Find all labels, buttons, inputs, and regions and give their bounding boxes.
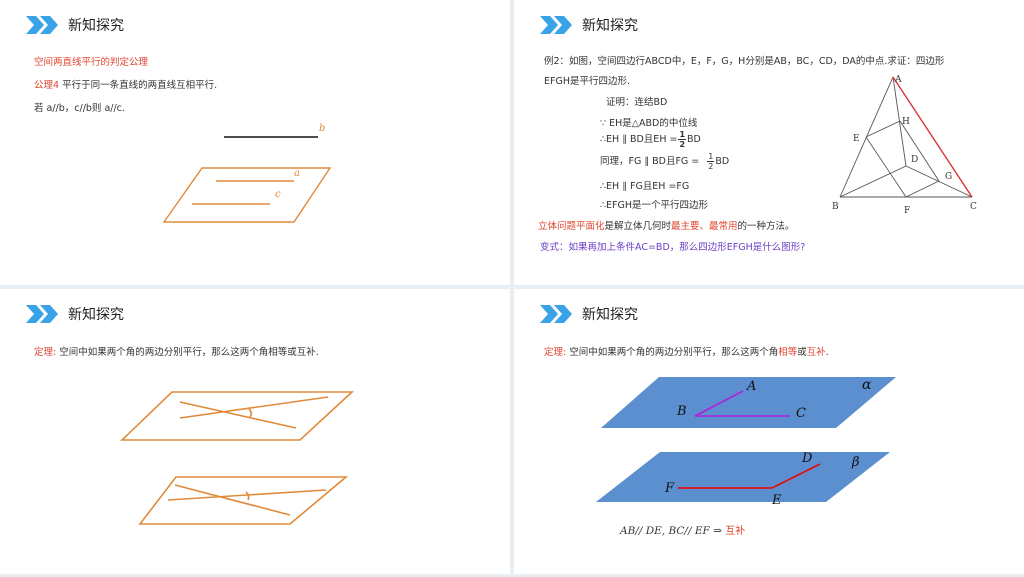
slide-title: 新知探究 [582, 307, 638, 323]
proof-line-4-text: 同理，FG ∥ BD且FG = [600, 156, 700, 167]
slide-1: 新知探究 空间两直线平行的判定公理 公理4 平行于同一条直线的两直线互相平行. … [0, 0, 510, 285]
theorem-supp: 互补 [806, 347, 826, 358]
plane-upper [120, 391, 355, 441]
point-B: B [832, 202, 839, 212]
ray-ED [771, 463, 821, 489]
slide-2: 新知探究 例2：如图，空间四边行ABCD中，E，F，G，H分别是AB，BC，CD… [514, 0, 1024, 285]
conclusion-line: AB// DE, BC// EF ⇒ 互补 [620, 522, 745, 537]
method-end: 的一种方法。 [737, 221, 795, 232]
label-alpha: α [862, 377, 872, 393]
proof-line-5: ∴EH ∥ FG且EH =FG [600, 181, 690, 192]
point-A: A [746, 379, 756, 394]
plane-alpha [601, 377, 896, 428]
method-text: 立体问题平面化是解立体几何时最主要、最常用的一种方法。 [538, 218, 795, 232]
point-B: B [676, 404, 687, 419]
theorem-text: 空间中如果两个角的两边分别平行，那么这两个角相等或互补. [56, 347, 319, 358]
tetrahedron-figure: A B C D E F G H [832, 75, 977, 216]
point-C: C [796, 406, 806, 421]
axiom-text: 平行于同一条直线的两直线互相平行. [59, 80, 218, 91]
point-A: A [894, 75, 902, 85]
proof-line-4-bd: BD [715, 156, 730, 167]
axiom-label: 公理4 [34, 80, 60, 91]
subtitle: 空间两直线平行的判定公理 [34, 57, 149, 68]
axiom-line: 公理4 平行于同一条直线的两直线互相平行. [34, 77, 217, 91]
slide-title: 新知探究 [68, 307, 124, 323]
double-chevron-right-icon [540, 305, 572, 323]
proof-line-3-bd: BD [687, 134, 701, 145]
theorem-equal: 相等 [778, 347, 798, 358]
label-b: b [319, 123, 325, 134]
double-chevron-right-icon [26, 16, 58, 34]
variant-question: 变式：如果再加上条件AC=BD，那么四边形EFGH是什么图形? [540, 242, 806, 253]
theorem-period: . [825, 347, 829, 358]
proof-line-3-text: ∴EH ∥ BD且EH = [600, 134, 678, 145]
label-a: a [294, 168, 300, 179]
proof-line-6: ∴EFGH是一个平行四边形 [600, 200, 709, 211]
edge-ac [892, 76, 973, 198]
label-beta: β [851, 455, 860, 470]
conclusion-word: 互补 [725, 526, 746, 537]
proof-line-2: ∵ EH是△ABD的中位线 [600, 118, 698, 129]
slide-title: 新知探究 [68, 18, 124, 34]
proof-line-1: 证明：连结BD [606, 97, 668, 108]
method-key-phrase: 立体问题平面化 [538, 221, 605, 232]
method-mid: 是解立体几何时 [604, 221, 672, 232]
point-C: C [970, 202, 977, 212]
ray-BA [694, 390, 744, 417]
point-D: D [911, 155, 918, 165]
parallel-angles-figure [120, 391, 355, 525]
theorem-or: 或 [797, 347, 807, 358]
point-F: F [904, 206, 910, 216]
point-E: E [853, 134, 860, 144]
theorem-line: 定理: 空间中如果两个角的两边分别平行，那么这两个角相等或互补. [544, 344, 829, 358]
point-E: E [771, 493, 782, 508]
example-text: 若 a//b，c//b则 a//c. [34, 103, 125, 114]
plane-lower [138, 476, 349, 525]
slide-title: 新知探究 [582, 18, 638, 34]
problem-line-1: 例2：如图，空间四边行ABCD中，E，F，G，H分别是AB，BC，CD，DA的中… [544, 56, 945, 67]
conclusion-formula: AB// DE, BC// EF ⇒ [620, 525, 722, 537]
plane-beta [596, 452, 890, 502]
point-D: D [801, 451, 813, 466]
slide-3: 新知探究 定理: 空间中如果两个角的两边分别平行，那么这两个角相等或互补. [0, 289, 510, 574]
double-chevron-right-icon [26, 305, 58, 323]
theorem-label: 定理: [544, 347, 567, 358]
point-F: F [664, 481, 675, 496]
theorem-label: 定理: [34, 347, 57, 358]
problem-line-2: EFGH是平行四边形. [544, 76, 630, 87]
label-c: c [275, 189, 281, 200]
point-H: H [902, 117, 910, 127]
theorem-line: 定理: 空间中如果两个角的两边分别平行，那么这两个角相等或互补. [34, 344, 319, 358]
theorem-text: 空间中如果两个角的两边分别平行，那么这两个角 [566, 347, 779, 358]
double-chevron-right-icon [540, 16, 572, 34]
parallel-lines-figure: b a c [162, 123, 332, 223]
slide-4: 新知探究 定理: 空间中如果两个角的两边分别平行，那么这两个角相等或互补. A … [514, 289, 1024, 574]
plane-outline [162, 167, 332, 223]
method-emphasis: 最主要、最常用 [671, 221, 738, 232]
planes-angles-figure: A B C α D E F β [596, 377, 896, 508]
point-G: G [945, 172, 952, 182]
